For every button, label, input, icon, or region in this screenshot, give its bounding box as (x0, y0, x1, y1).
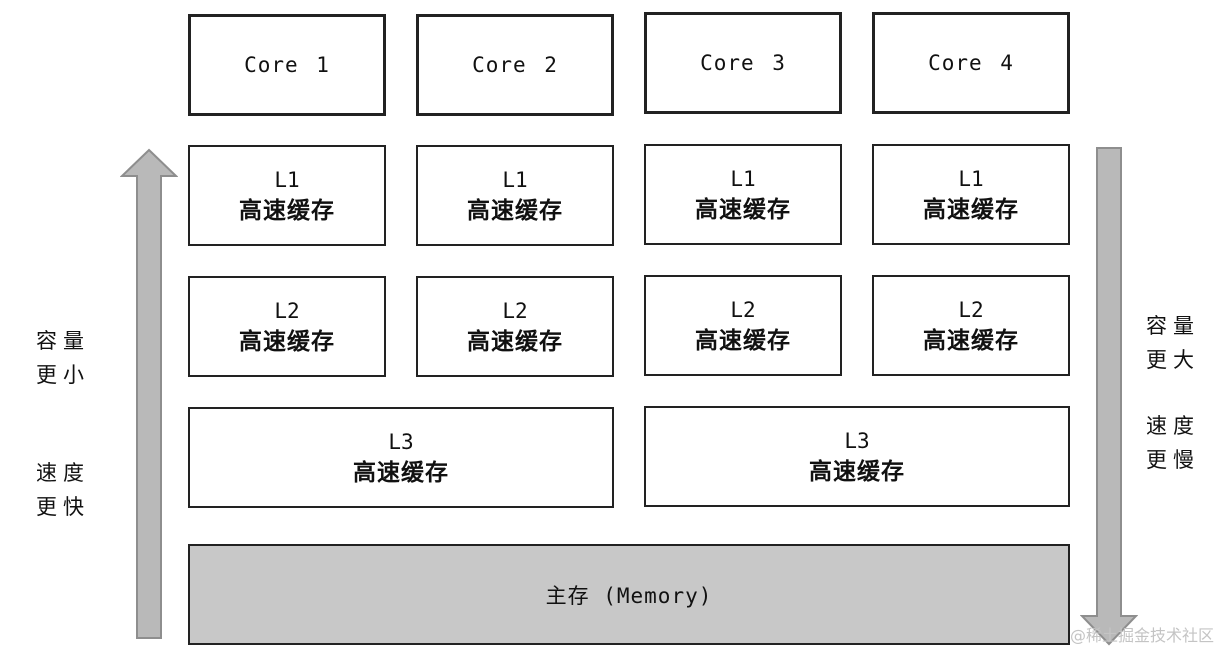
cache-level: L1 (502, 167, 528, 192)
cache-name: 高速缓存 (809, 458, 905, 485)
cache-name: 高速缓存 (467, 328, 563, 355)
capacity-larger-label: 容量 更大 (1146, 309, 1200, 377)
capacity-smaller-label: 容量 更小 (36, 324, 90, 392)
l3-cache-box: L3 高速缓存 (188, 407, 614, 508)
cache-level: L1 (274, 167, 300, 192)
cache-level: L2 (274, 298, 300, 323)
cache-level: L1 (958, 166, 984, 191)
watermark: @稀土掘金技术社区 (1069, 626, 1214, 645)
cache-name: 高速缓存 (239, 328, 335, 355)
core-3-box: Core 3 (644, 12, 842, 114)
cache-level: L2 (730, 297, 756, 322)
l1-cache-box: L1 高速缓存 (872, 144, 1070, 245)
l2-cache-box: L2 高速缓存 (872, 275, 1070, 376)
cache-level: L2 (958, 297, 984, 322)
l1-cache-box: L1 高速缓存 (644, 144, 842, 245)
memory-label: 主存 (Memory) (545, 583, 713, 608)
speed-text: 速度 (1146, 414, 1200, 438)
core-label: Core 1 (244, 53, 330, 77)
cache-name: 高速缓存 (695, 327, 791, 354)
cache-name: 高速缓存 (353, 459, 449, 486)
core-4-box: Core 4 (872, 12, 1070, 114)
core-label: Core 2 (472, 53, 558, 77)
cache-name: 高速缓存 (239, 197, 335, 224)
faster-text: 更快 (36, 495, 90, 519)
speed-text: 速度 (36, 461, 90, 485)
core-1-box: Core 1 (188, 14, 386, 116)
l1-cache-box: L1 高速缓存 (416, 145, 614, 246)
core-label: Core 3 (700, 51, 786, 75)
slower-text: 更慢 (1146, 448, 1200, 472)
cache-name: 高速缓存 (467, 197, 563, 224)
cache-name: 高速缓存 (695, 196, 791, 223)
smaller-text: 更小 (36, 363, 90, 387)
speed-slower-label: 速度 更慢 (1146, 409, 1200, 477)
cache-name: 高速缓存 (923, 327, 1019, 354)
l3-cache-box: L3 高速缓存 (644, 406, 1070, 507)
speed-faster-label: 速度 更快 (36, 456, 90, 524)
l2-cache-box: L2 高速缓存 (644, 275, 842, 376)
larger-text: 更大 (1146, 348, 1200, 372)
down-arrow-icon (1080, 147, 1138, 646)
l1-cache-box: L1 高速缓存 (188, 145, 386, 246)
cache-level: L3 (388, 429, 414, 454)
core-label: Core 4 (928, 51, 1014, 75)
capacity-text: 容量 (1146, 314, 1200, 338)
cache-level: L3 (844, 428, 870, 453)
l2-cache-box: L2 高速缓存 (188, 276, 386, 377)
cache-name: 高速缓存 (923, 196, 1019, 223)
l2-cache-box: L2 高速缓存 (416, 276, 614, 377)
core-2-box: Core 2 (416, 14, 614, 116)
main-memory-box: 主存 (Memory) (188, 544, 1070, 645)
up-arrow-icon (120, 148, 178, 639)
cache-level: L1 (730, 166, 756, 191)
cache-level: L2 (502, 298, 528, 323)
capacity-text: 容量 (36, 329, 90, 353)
